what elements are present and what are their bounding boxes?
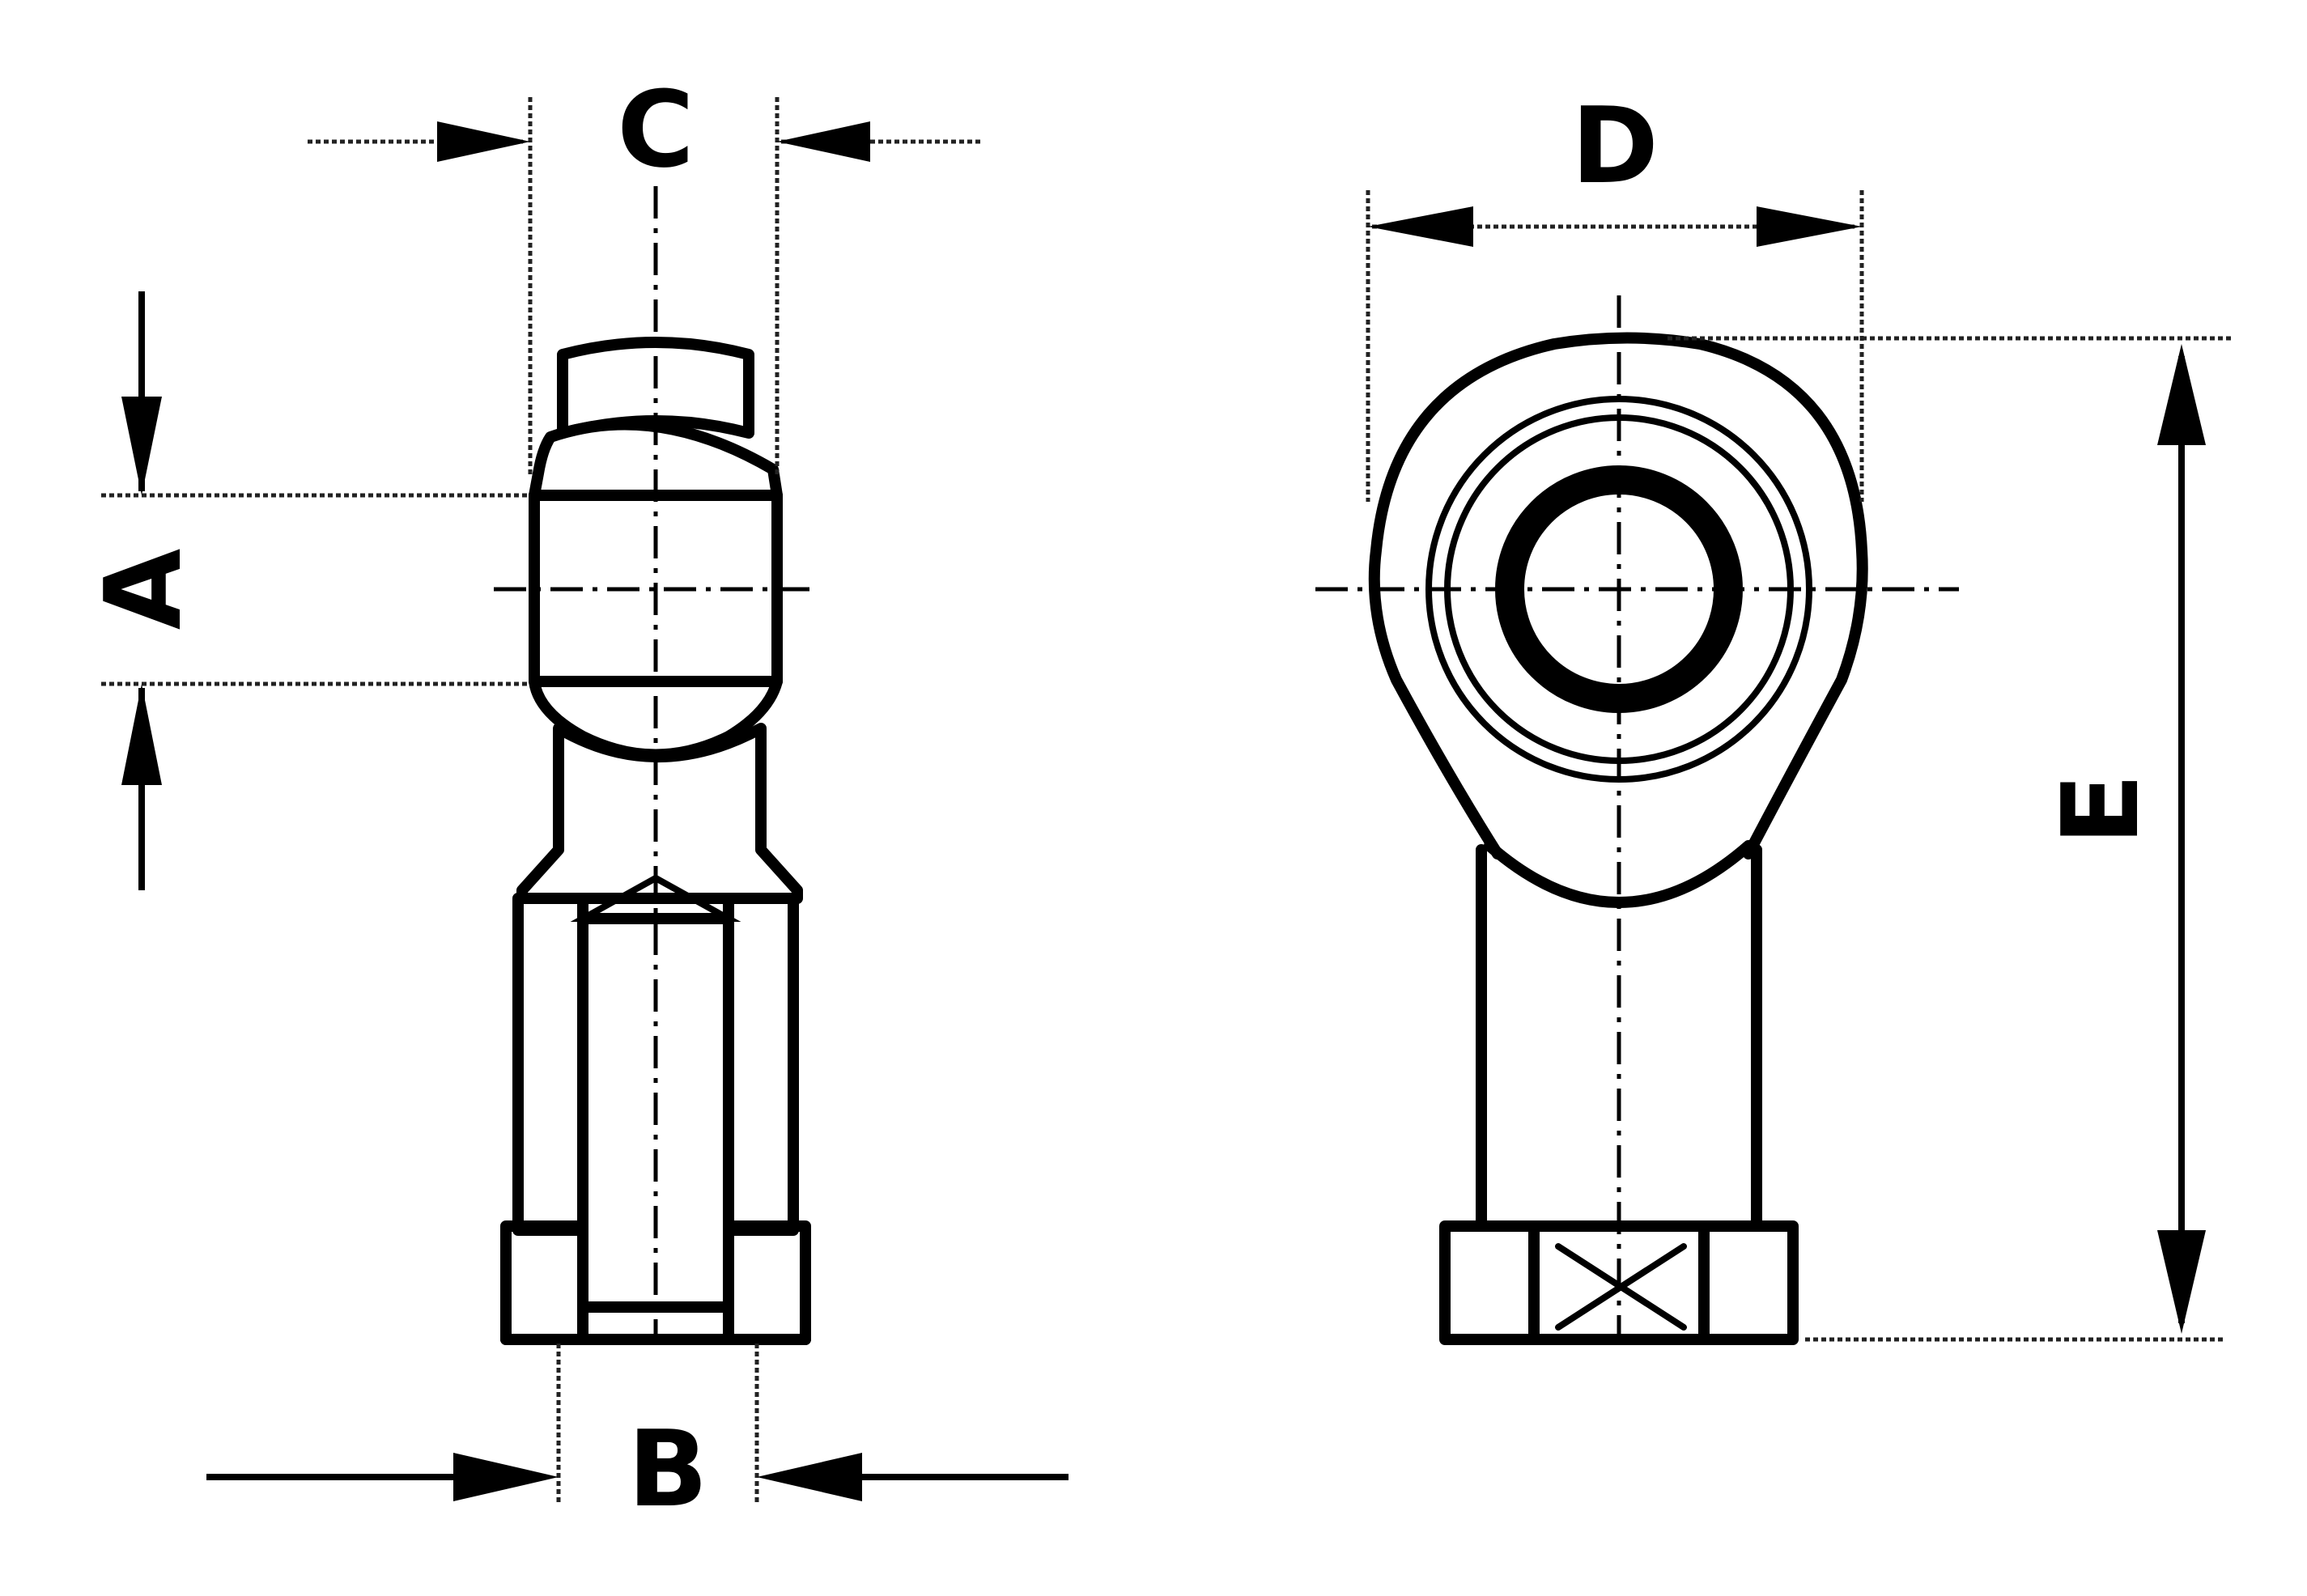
- dimension-a: A: [82, 291, 530, 890]
- front-view: [1315, 295, 1959, 1345]
- label-e: E: [2039, 774, 2162, 846]
- bottom-flange-left: [500, 1220, 588, 1345]
- shank-neck: [516, 723, 803, 904]
- label-d: D: [1571, 84, 1659, 207]
- label-c: C: [617, 68, 694, 191]
- shank-right-wall: [723, 893, 799, 1236]
- label-a: A: [82, 549, 205, 630]
- bottom-flange-right: [723, 1220, 811, 1345]
- eye-body-outline: [1368, 332, 1868, 860]
- label-b: B: [627, 1407, 707, 1530]
- side-view-section: [494, 186, 818, 1345]
- neck-arc: [1484, 840, 1754, 908]
- dimension-c: C: [308, 68, 984, 478]
- dimension-d: D: [1366, 84, 1864, 502]
- dimension-b: B: [206, 1343, 1069, 1530]
- shank-left-wall: [512, 893, 588, 1236]
- dimension-e: E: [1668, 336, 2234, 1342]
- ball-upper: [529, 418, 783, 501]
